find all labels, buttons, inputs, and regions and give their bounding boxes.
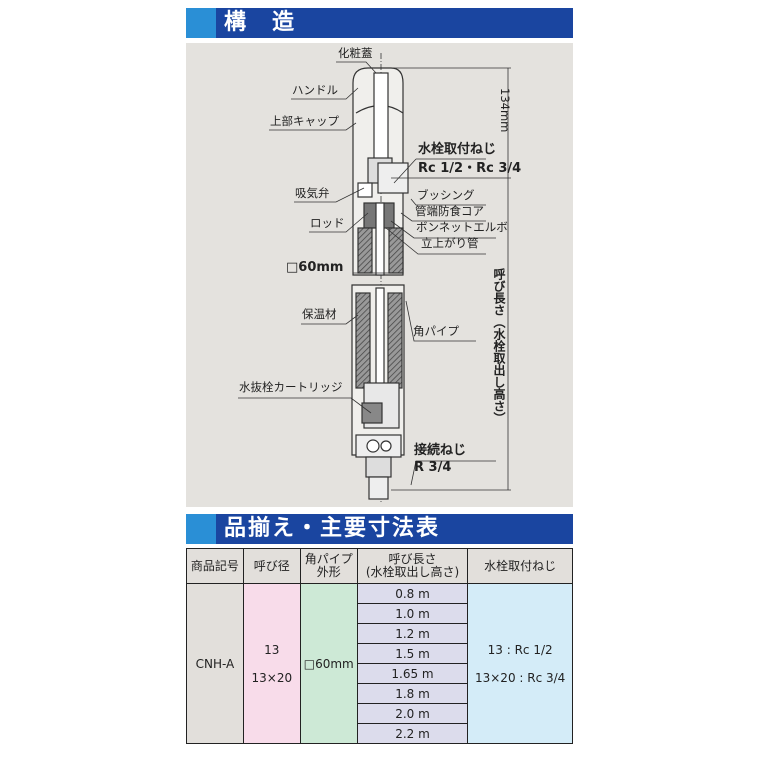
header-accent (186, 8, 216, 38)
cell-length: 2.2 m (356, 723, 469, 744)
header-line: 外形 (316, 565, 341, 579)
label-faucet-thread-title: 水栓取付ねじ (418, 142, 497, 157)
table-row: 1.65 m (187, 663, 573, 684)
cell-length: 1.5 m (356, 643, 469, 664)
structure-diagram: 化粧蓋 ハンドル 上部キャップ 水栓取付ねじ Rc 1/2・Rc 3/4 吸気弁… (186, 43, 573, 507)
section-title: 構 造 (224, 10, 297, 35)
label-riser-pipe: 立上がり管 (421, 236, 479, 250)
section-header-structure: 構 造 (186, 8, 573, 38)
label-bonnet-elbow: ボンネットエルボ (416, 220, 508, 234)
label-pipe-end-core: 管端防食コア (415, 204, 484, 218)
diameter-value: 13 (264, 642, 280, 657)
label-bushing: ブッシング (417, 188, 475, 202)
table-row: 1.0 m (187, 603, 573, 624)
header-line: 角パイプ (304, 552, 353, 566)
cell-pipe-outer: □60mm (299, 583, 358, 744)
header-accent (186, 514, 216, 544)
table-header-row: 商品記号 呼び径 角パイプ外形 呼び長さ(水栓取出し高さ) 水栓取付ねじ (186, 548, 573, 584)
label-cosmetic-cover: 化粧蓋 (338, 46, 373, 60)
diameter-value: 13×20 (251, 670, 293, 685)
cell-faucet-thread: 13 : Rc 1/2 13×20 : Rc 3/4 (467, 583, 573, 744)
header-length: 呼び長さ(水栓取出し高さ) (356, 548, 469, 584)
label-insulation: 保温材 (302, 307, 337, 321)
label-square-pipe: 角パイプ (413, 324, 459, 338)
header-pipe-outer: 角パイプ外形 (299, 548, 358, 584)
label-intake-valve: 吸気弁 (295, 186, 330, 200)
cell-length: 1.65 m (356, 663, 469, 684)
cell-length: 1.8 m (356, 683, 469, 704)
label-pipe-size: □60mm (286, 260, 344, 275)
table-row: 1.5 m (187, 643, 573, 664)
header-diameter: 呼び径 (242, 548, 301, 584)
cell-length: 1.2 m (356, 623, 469, 644)
table-row: 1.8 m (187, 683, 573, 704)
section-header-lineup: 品揃え・主要寸法表 (186, 514, 573, 544)
label-rod: ロッド (310, 216, 345, 230)
header-line: 呼び長さ (388, 552, 437, 566)
section-title: 品揃え・主要寸法表 (224, 516, 441, 541)
label-handle: ハンドル (292, 83, 338, 97)
header-model: 商品記号 (186, 548, 244, 584)
cell-length: 2.0 m (356, 703, 469, 724)
table-row: CNH-A 13 13×20 □60mm 0.8 m 13 : Rc 1/2 13×… (186, 583, 573, 744)
cell-model: CNH-A (186, 583, 244, 744)
faucet-cross-section (238, 53, 511, 503)
label-nominal-length: 呼び長さ（水栓取出し高さ） (492, 268, 506, 424)
label-upper-cap: 上部キャップ (270, 114, 339, 128)
label-connection-thread-title: 接続ねじ (414, 443, 467, 458)
table-row: 2.2 m (187, 723, 573, 744)
dimension-table: 商品記号 呼び径 角パイプ外形 呼び長さ(水栓取出し高さ) 水栓取付ねじ CNH… (186, 548, 573, 744)
cell-diameter: 13 13×20 (242, 583, 301, 744)
label-connection-thread-value: R 3/4 (414, 460, 452, 475)
table-row: 2.0 m (187, 703, 573, 724)
label-faucet-thread-value: Rc 1/2・Rc 3/4 (418, 161, 522, 176)
label-drain-cartridge: 水抜栓カートリッジ (239, 380, 343, 394)
thread-value: 13 : Rc 1/2 (487, 642, 553, 657)
cell-length: 0.8 m (356, 583, 469, 604)
table-row: 1.2 m (187, 623, 573, 644)
thread-value: 13×20 : Rc 3/4 (474, 670, 566, 685)
header-faucet-thread: 水栓取付ねじ (467, 548, 573, 584)
header-line: (水栓取出し高さ) (365, 565, 460, 579)
label-top-dimension: 134mm (498, 88, 512, 133)
cell-length: 1.0 m (356, 603, 469, 624)
